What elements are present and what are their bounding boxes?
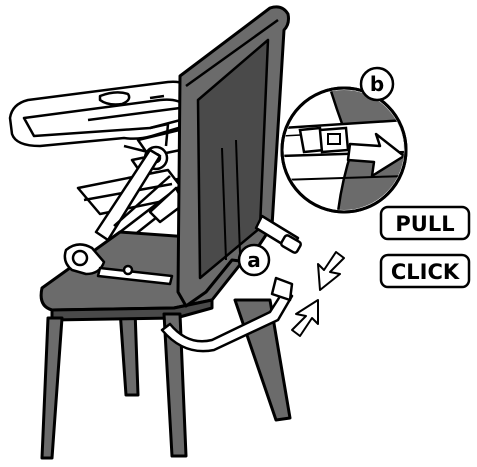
pull-label: PULL — [381, 207, 469, 239]
chair-back — [178, 7, 289, 306]
chair-front-legs — [42, 314, 186, 458]
callout-a-text: a — [247, 248, 261, 272]
callout-b: b — [361, 68, 393, 100]
pull-label-text: PULL — [395, 212, 454, 236]
click-label: CLICK — [381, 255, 469, 287]
callout-b-text: b — [370, 72, 384, 96]
click-label-text: CLICK — [391, 260, 460, 284]
buckle-illustration — [300, 128, 348, 152]
arrow-icon — [292, 252, 344, 336]
detail-zoom-circle — [282, 88, 406, 212]
callout-a: a — [239, 245, 269, 275]
